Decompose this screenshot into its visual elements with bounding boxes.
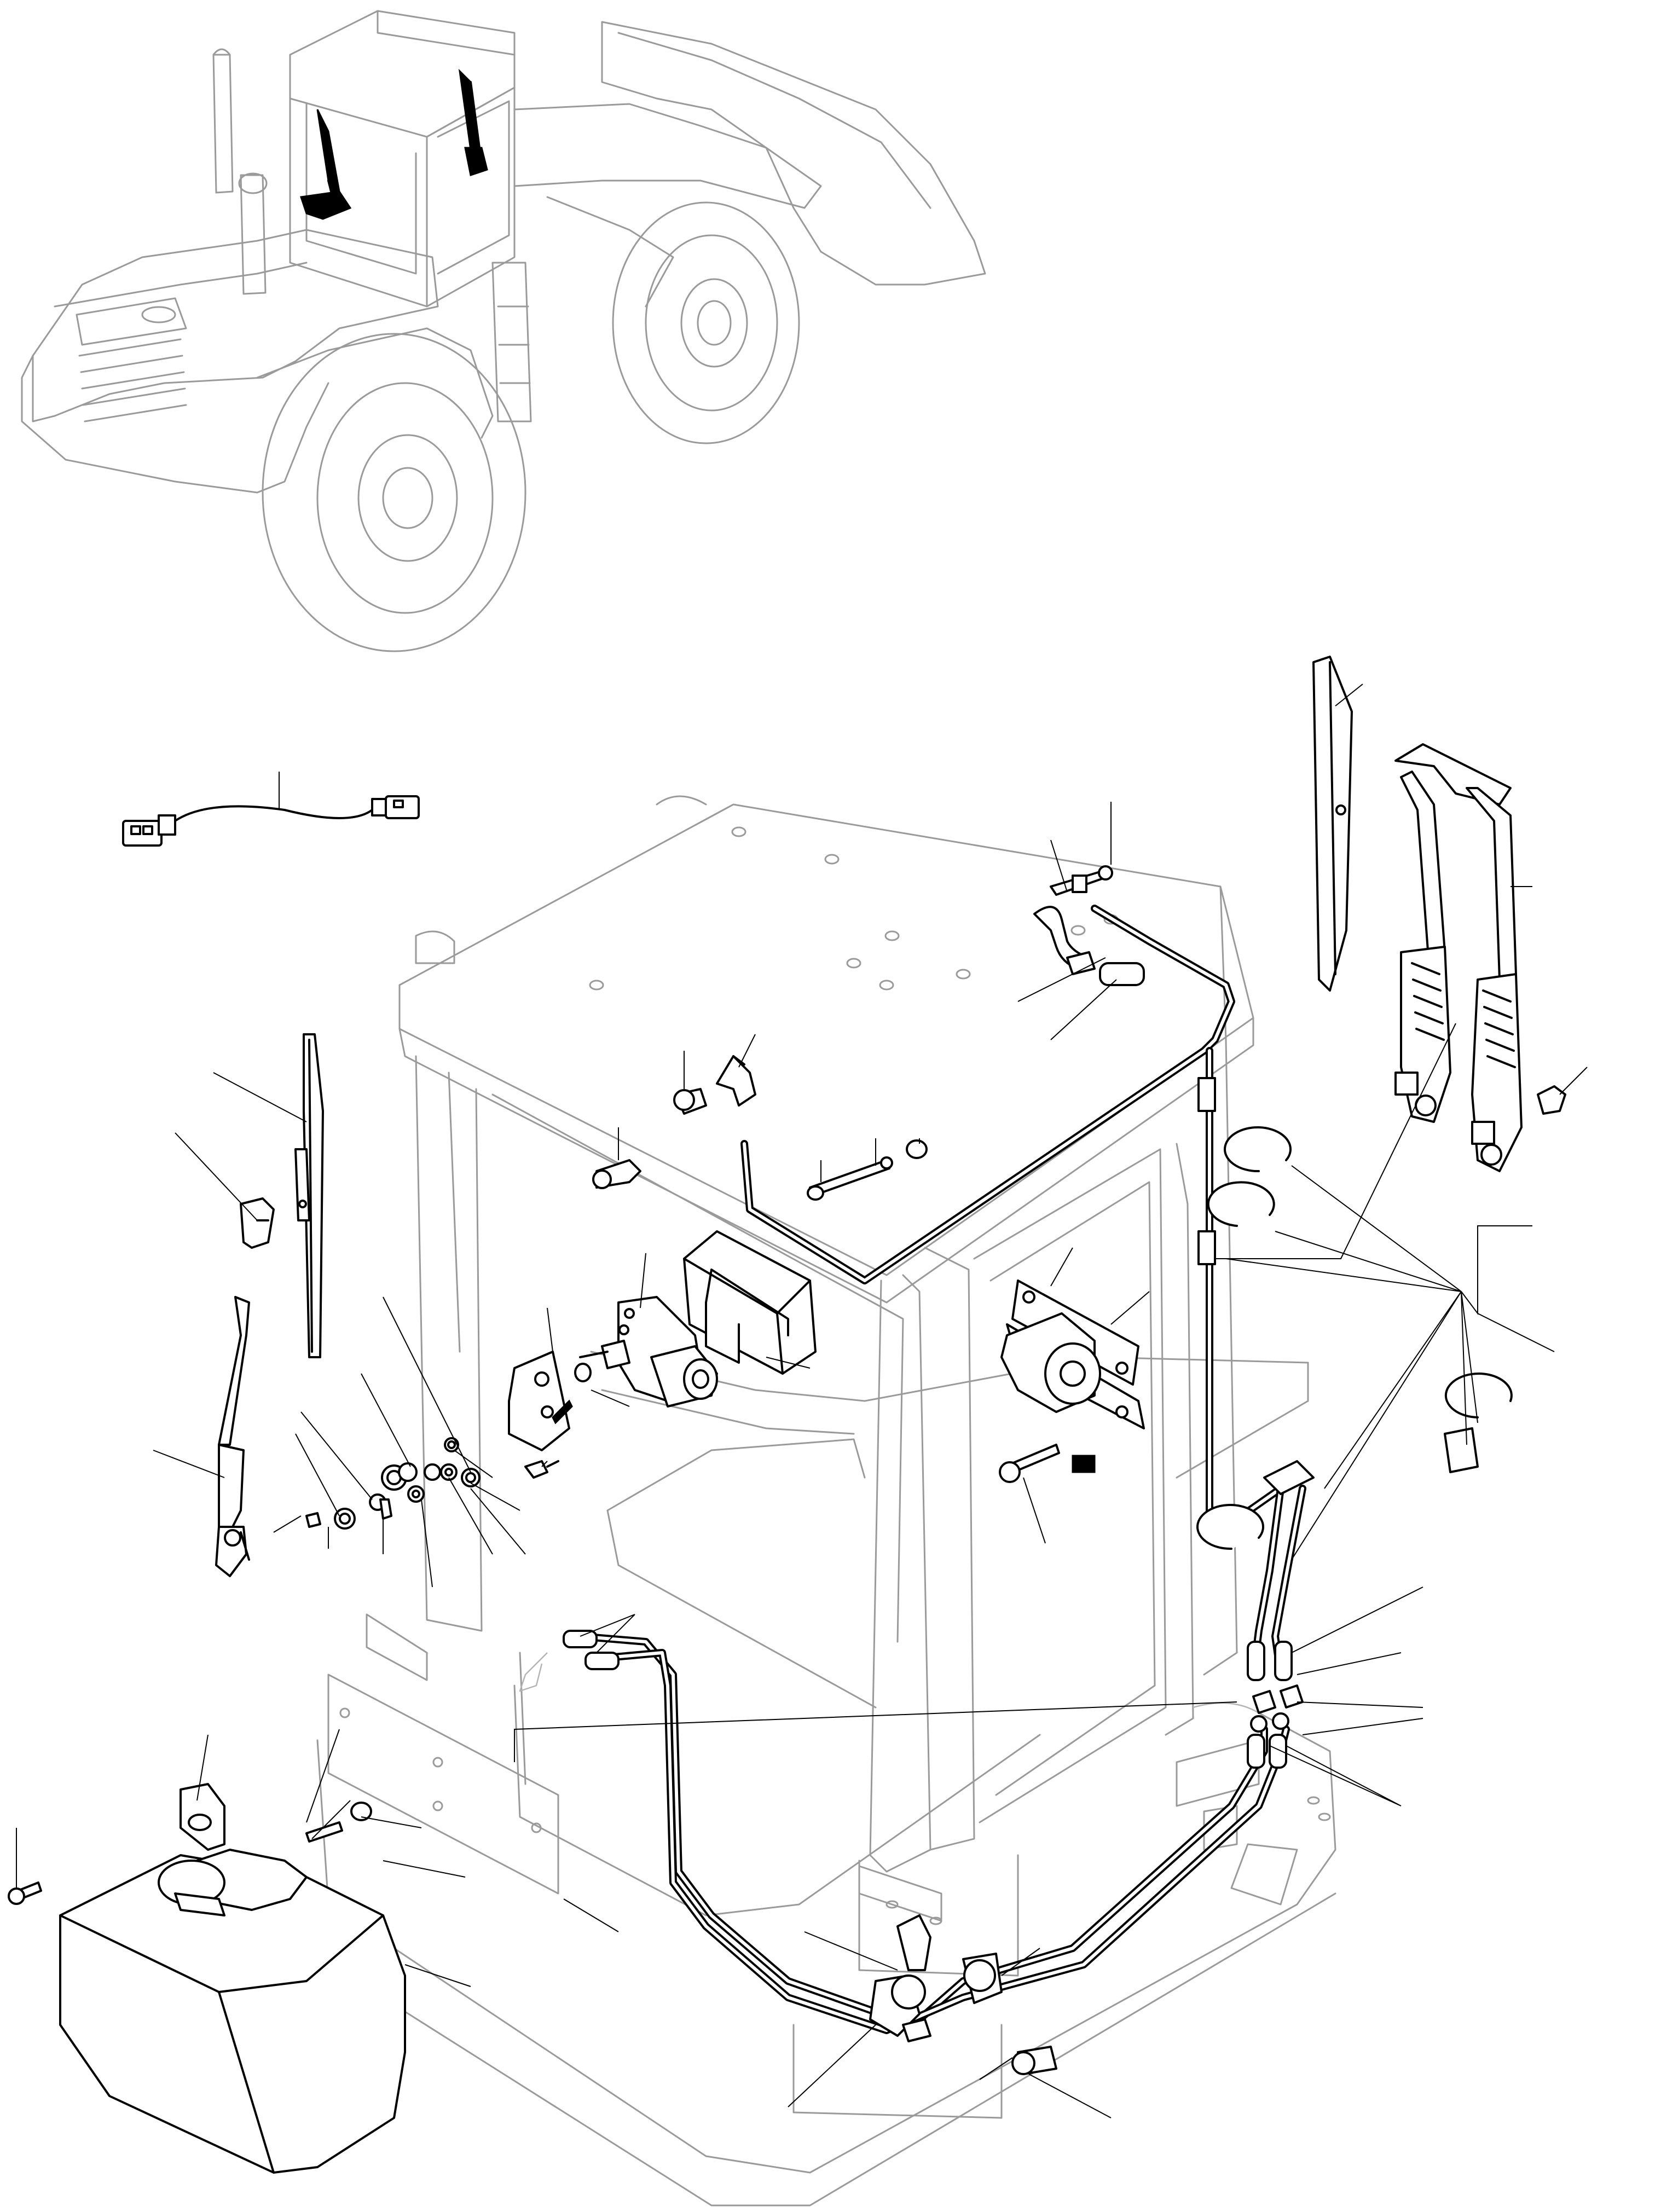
roof-nozzle-parts <box>592 1055 928 1201</box>
cap-nut <box>1537 1085 1566 1115</box>
washer-hoses <box>576 905 1306 2034</box>
wheel-loader-overview <box>21 10 986 652</box>
wiring-harness <box>122 795 420 847</box>
floor-clamp <box>869 1914 1057 2075</box>
wiper-cap <box>240 1197 275 1249</box>
rear-wiper-blade <box>1312 656 1353 992</box>
hose-clips <box>1196 1077 1513 1550</box>
tank-mount-plate <box>305 1674 559 1895</box>
front-wiper-arm <box>215 1296 250 1577</box>
wiper-motor-cover <box>683 1230 817 1375</box>
rear-wiper-motor <box>999 1279 1145 1483</box>
rear-nozzle-fittings <box>1033 865 1145 986</box>
motor-bracket <box>508 1351 592 1451</box>
hose-joints <box>563 1630 1304 1769</box>
front-wiper-motor <box>579 1296 718 1408</box>
washer-pack <box>305 1437 559 1530</box>
washer-tank <box>8 1783 406 2174</box>
front-wiper-blade <box>294 1033 324 1358</box>
rear-wiper-arm <box>1394 743 1523 1172</box>
leader-lines <box>16 684 1588 2118</box>
